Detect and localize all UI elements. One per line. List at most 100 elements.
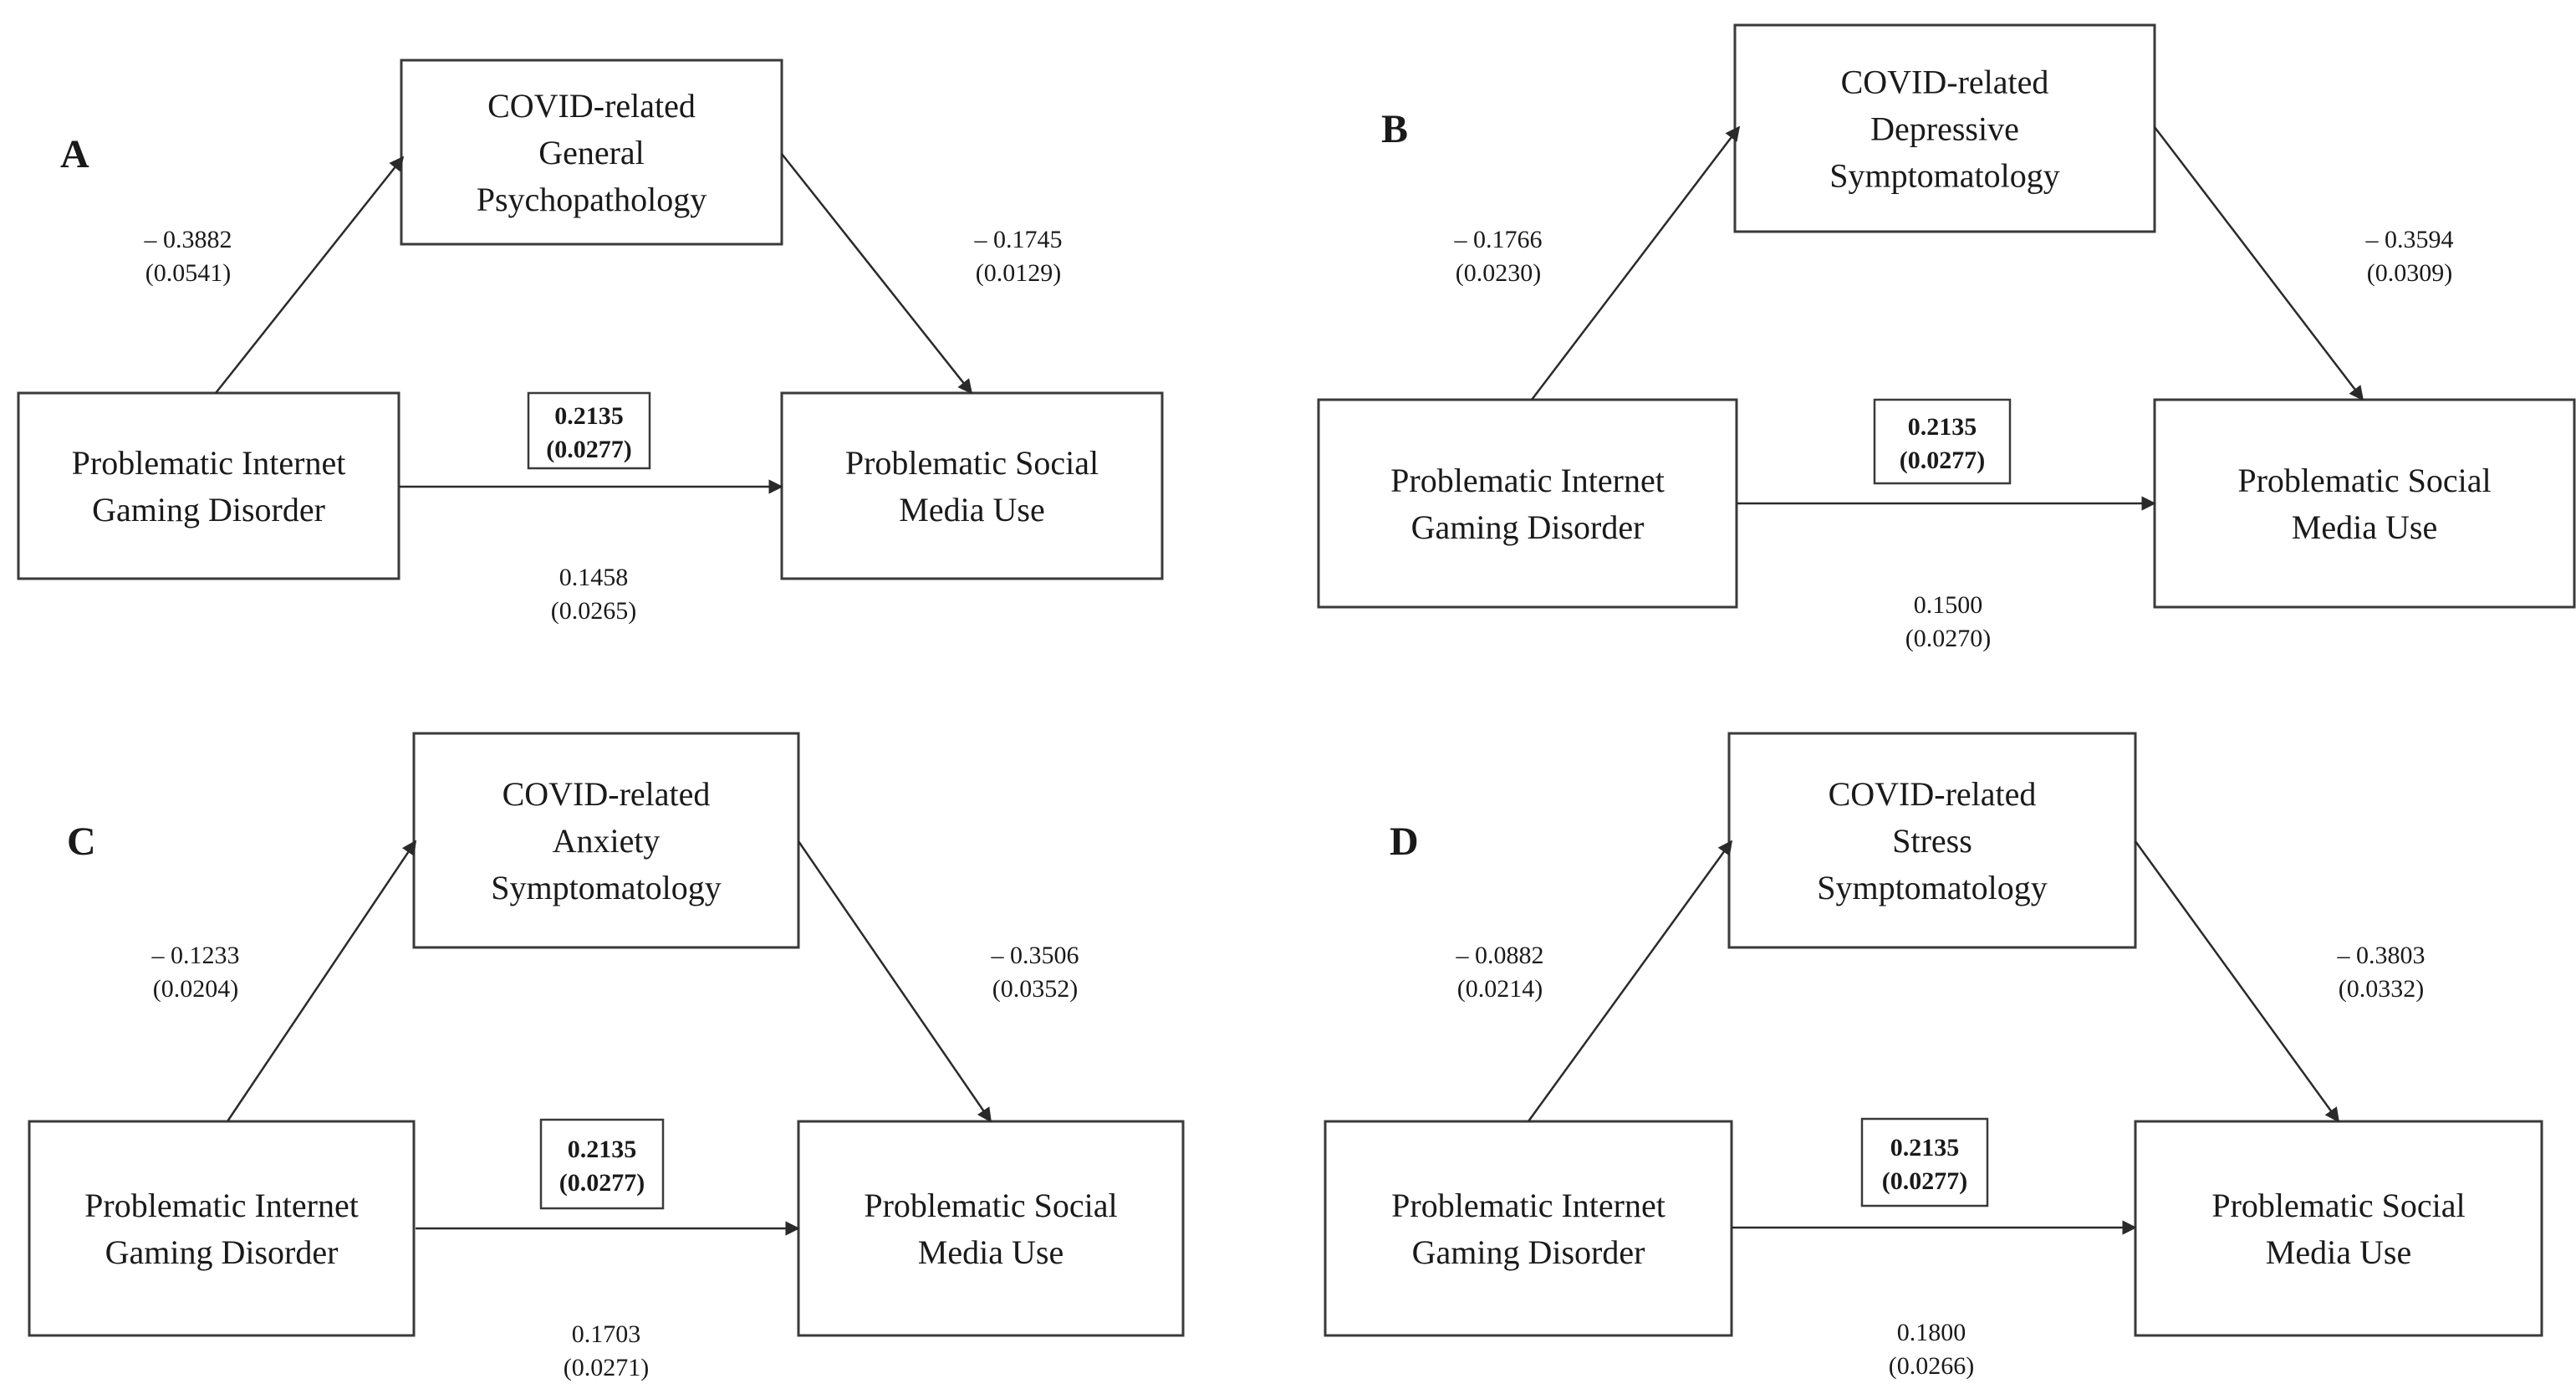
total-effect-coefficient: 0.2135 xyxy=(554,402,624,430)
mediator-node-label: COVID-related xyxy=(487,87,696,125)
panel-label: B xyxy=(1381,107,1408,151)
mediator-node-box xyxy=(1727,732,2137,949)
mediator-node-box xyxy=(400,59,783,246)
panel-d: DCOVID-relatedStressSymptomatologyProble… xyxy=(1324,732,2543,1380)
path-a-standard-error: (0.0541) xyxy=(145,259,231,287)
direct-effect-coefficient: 0.1458 xyxy=(559,564,629,591)
path-b-standard-error: (0.0332) xyxy=(2339,975,2424,1003)
predictor-node-label: Gaming Disorder xyxy=(1412,1233,1645,1271)
predictor-node-label: Gaming Disorder xyxy=(1411,508,1645,546)
direct-effect-coefficient: 0.1500 xyxy=(1914,591,1983,619)
direct-effect-coefficient: 0.1800 xyxy=(1897,1319,1966,1346)
total-effect: 0.2135 (0.0277) xyxy=(539,1118,665,1210)
total-effect-coefficient: 0.2135 xyxy=(568,1136,637,1163)
path-a-arrow xyxy=(226,840,417,1122)
path-b-standard-error: (0.0352) xyxy=(992,975,1078,1003)
mediator-node-label: Symptomatology xyxy=(1817,869,2048,906)
mediator-node-label: COVID-related xyxy=(1841,64,2049,101)
mediator-node-label: Stress xyxy=(1892,822,1972,860)
path-a-coefficient: – 0.1233 xyxy=(151,942,240,969)
path-b-coefficient: – 0.3594 xyxy=(2365,226,2454,253)
total-effect: 0.2135 (0.0277) xyxy=(527,391,651,470)
predictor-node-box xyxy=(17,391,400,580)
mediator-node-label: Anxiety xyxy=(553,822,661,860)
total-effect-coefficient: 0.2135 xyxy=(1890,1134,1960,1162)
path-b-arrow xyxy=(797,840,992,1123)
path-a-standard-error: (0.0204) xyxy=(153,975,238,1003)
outcome-node-label: Problematic Social xyxy=(2237,462,2491,499)
predictor-node-box xyxy=(1324,1120,1733,1337)
mediator-node-box xyxy=(412,732,800,949)
outcome-node-label: Problematic Social xyxy=(2211,1187,2465,1224)
panel-a: A COVID-relatedGeneralPsychopathologyProb… xyxy=(17,59,1164,625)
total-effect: 0.2135 (0.0277) xyxy=(1860,1117,1989,1208)
predictor-node-label: Problematic Internet xyxy=(84,1187,359,1224)
mediator-node-label: Psychopathology xyxy=(477,181,707,218)
mediator-node-label: Symptomatology xyxy=(1829,157,2060,195)
panel-label: A xyxy=(60,132,89,176)
total-effect-coefficient: 0.2135 xyxy=(1908,413,1977,441)
predictor-node-label: Problematic Internet xyxy=(1391,1187,1665,1224)
total-effect-standard-error: (0.0277) xyxy=(559,1169,645,1197)
outcome-node-box xyxy=(2134,1120,2543,1337)
path-b-arrow xyxy=(2134,840,2340,1123)
panel-c: CCOVID-relatedAnxietySymptomatologyProbl… xyxy=(28,732,1185,1381)
direct-effect-standard-error: (0.0265) xyxy=(551,597,636,625)
path-a-standard-error: (0.0230) xyxy=(1456,259,1541,287)
outcome-node-box xyxy=(2153,398,2576,609)
panel-label: D xyxy=(1390,819,1419,864)
predictor-node-label: Problematic Internet xyxy=(1390,462,1665,499)
outcome-node-label: Media Use xyxy=(2266,1233,2411,1271)
predictor-node-box xyxy=(28,1120,416,1337)
direct-effect-standard-error: (0.0266) xyxy=(1889,1352,1974,1380)
mediator-node-box xyxy=(1733,23,2156,233)
path-b-coefficient: – 0.1745 xyxy=(974,226,1063,253)
outcome-node-label: Problematic Social xyxy=(864,1187,1117,1224)
mediator-node-label: Depressive xyxy=(1870,110,2019,148)
path-b-coefficient: – 0.3506 xyxy=(991,942,1079,969)
predictor-node-label: Problematic Internet xyxy=(72,444,346,482)
path-a-coefficient: – 0.1766 xyxy=(1454,226,1543,253)
total-effect-standard-error: (0.0277) xyxy=(1882,1167,1967,1195)
outcome-node-label: Media Use xyxy=(918,1233,1064,1271)
direct-effect-standard-error: (0.0270) xyxy=(1905,625,1991,652)
mediator-node-label: General xyxy=(538,134,645,171)
path-b-coefficient: – 0.3803 xyxy=(2337,942,2426,969)
total-effect-box xyxy=(1860,1117,1989,1208)
path-b-standard-error: (0.0129) xyxy=(976,259,1061,287)
path-a-arrow xyxy=(215,156,405,394)
total-effect-standard-error: (0.0277) xyxy=(1900,447,1985,474)
outcome-node-label: Problematic Social xyxy=(845,444,1099,482)
path-b-standard-error: (0.0309) xyxy=(2367,259,2452,287)
outcome-node-box xyxy=(797,1120,1185,1337)
path-a-coefficient: – 0.0882 xyxy=(1456,942,1544,969)
total-effect-box xyxy=(539,1118,665,1210)
outcome-node-label: Media Use xyxy=(899,491,1044,528)
path-a-arrow xyxy=(1531,125,1741,401)
total-effect-box xyxy=(527,391,651,470)
path-b-arrow xyxy=(2154,126,2364,401)
predictor-node-label: Gaming Disorder xyxy=(92,491,325,528)
panel-b: B COVID-relatedDepressiveSymptomatologyPr… xyxy=(1317,23,2576,652)
path-a-arrow xyxy=(1527,840,1733,1122)
predictor-node-label: Gaming Disorder xyxy=(105,1233,339,1271)
direct-effect-coefficient: 0.1703 xyxy=(572,1320,641,1348)
total-effect-standard-error: (0.0277) xyxy=(546,436,631,463)
path-b-arrow xyxy=(781,153,973,395)
path-a-coefficient: – 0.3882 xyxy=(144,226,232,253)
predictor-node-box xyxy=(1317,398,1738,609)
total-effect: 0.2135 (0.0277) xyxy=(1873,398,2012,485)
